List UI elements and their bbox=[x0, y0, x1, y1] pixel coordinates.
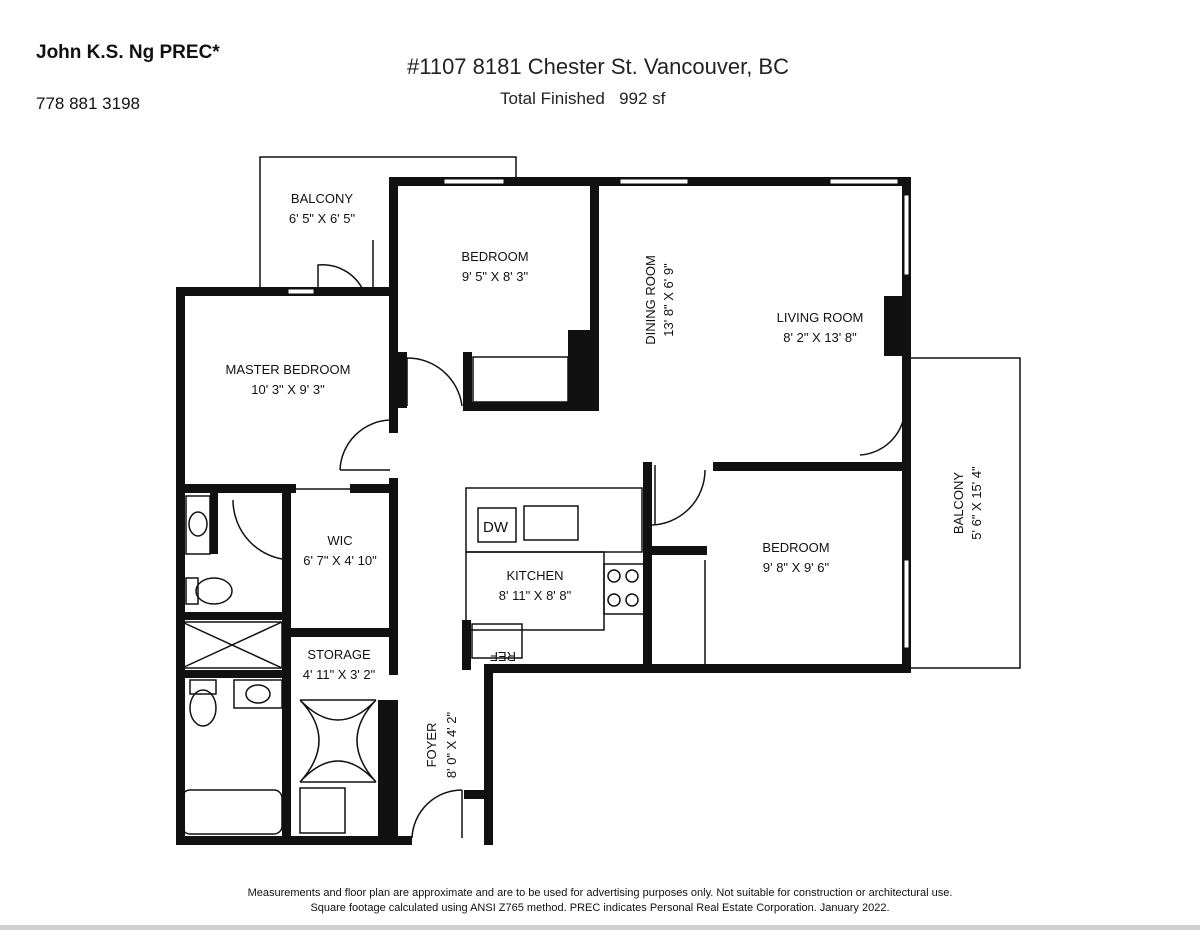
fridge-box bbox=[471, 623, 523, 659]
balcony-right-outline bbox=[910, 357, 1021, 669]
balcony-right-size: 5' 6" X 15' 4" bbox=[969, 466, 984, 540]
dishwasher-box bbox=[477, 507, 517, 543]
property-address: #1107 8181 Chester St. Vancouver, BC bbox=[407, 54, 789, 79]
windows bbox=[287, 178, 910, 649]
wic-size: 6' 7" X 4' 10" bbox=[303, 553, 377, 568]
living-room-name: LIVING ROOM bbox=[777, 310, 864, 325]
total-finished: Total Finished 992 sf bbox=[500, 89, 665, 109]
wic-name: WIC bbox=[327, 533, 352, 548]
doors bbox=[232, 240, 906, 839]
balcony-top-size: 6' 5" X 6' 5" bbox=[289, 211, 356, 226]
total-finished-value: 992 sf bbox=[619, 89, 666, 108]
kitchen-name: KITCHEN bbox=[506, 568, 563, 583]
disclaimer-line-2: Square footage calculated using ANSI Z76… bbox=[310, 902, 890, 914]
storage-name: STORAGE bbox=[307, 647, 371, 662]
bath-fixtures bbox=[181, 495, 283, 835]
floor-plan: DW REF BALCONY 6' 5" X 6' 5" BEDROOM 9' … bbox=[176, 156, 1021, 845]
dishwasher-label: DW bbox=[483, 519, 509, 536]
dining-room-size: 13' 8" X 6' 9" bbox=[661, 263, 676, 337]
master-bedroom-size: 10' 3" X 9' 3" bbox=[251, 382, 325, 397]
total-finished-label: Total Finished bbox=[500, 89, 605, 108]
cooktop bbox=[603, 563, 645, 615]
fridge-label: REF bbox=[490, 649, 516, 664]
agent-phone: 778 881 3198 bbox=[36, 94, 140, 113]
agent-name: John K.S. Ng PREC* bbox=[36, 42, 220, 63]
room-labels: BALCONY 6' 5" X 6' 5" BEDROOM 9' 5" X 8'… bbox=[226, 191, 984, 778]
bedroom-top-size: 9' 5" X 8' 3" bbox=[462, 269, 529, 284]
disclaimer: Measurements and floor plan are approxim… bbox=[0, 886, 1200, 916]
living-room-size: 8' 2" X 13' 8" bbox=[783, 330, 857, 345]
storage-size: 4' 11" X 3' 2" bbox=[303, 667, 376, 682]
balcony-top-name: BALCONY bbox=[291, 191, 353, 206]
bedroom-right-name: BEDROOM bbox=[762, 540, 829, 555]
foyer-name: FOYER bbox=[424, 723, 439, 768]
walls bbox=[176, 177, 911, 845]
foyer-size: 8' 0" X 4' 2" bbox=[444, 712, 459, 779]
sink bbox=[523, 505, 579, 541]
balcony-right-name: BALCONY bbox=[951, 472, 966, 534]
dining-room-name: DINING ROOM bbox=[643, 255, 658, 345]
bedroom-right-size: 9' 8" X 9' 6" bbox=[763, 560, 830, 575]
kitchen-counters bbox=[465, 487, 645, 659]
disclaimer-line-1: Measurements and floor plan are approxim… bbox=[247, 887, 953, 899]
bedroom-top-name: BEDROOM bbox=[461, 249, 528, 264]
bottom-divider bbox=[0, 925, 1200, 930]
master-bedroom-name: MASTER BEDROOM bbox=[226, 362, 351, 377]
kitchen-size: 8' 11" X 8' 8" bbox=[499, 588, 572, 603]
balcony-top-outline bbox=[259, 156, 517, 290]
